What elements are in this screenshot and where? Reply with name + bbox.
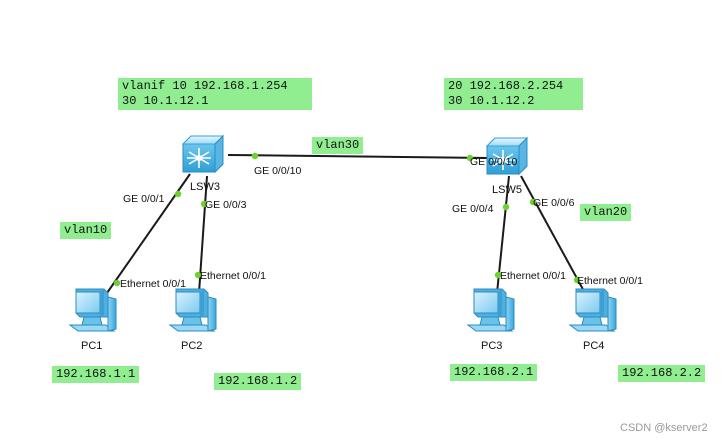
lsw5-ge004-label: GE 0/0/4 bbox=[452, 203, 494, 215]
pc3-eth-label: Ethernet 0/0/1 bbox=[500, 270, 566, 282]
link-lsw3-lsw5[interactable] bbox=[227, 154, 490, 159]
pc4-label: PC4 bbox=[583, 340, 605, 352]
link-lsw5-pc4-port-dot-1 bbox=[529, 198, 537, 206]
link-lsw5-pc3-port-dot-1 bbox=[502, 203, 510, 211]
pc3-ip-note: 192.168.2.1 bbox=[450, 364, 538, 381]
pc2-eth-label: Ethernet 0/0/1 bbox=[200, 270, 266, 282]
pc1-label: PC1 bbox=[81, 340, 103, 352]
link-lsw3-pc2-port-dot-2 bbox=[194, 271, 202, 279]
pc3-label: PC3 bbox=[481, 340, 503, 352]
vlan10-note: vlan10 bbox=[60, 222, 112, 239]
vlan30-note: vlan30 bbox=[312, 137, 364, 154]
pc1-ip-note: 192.168.1.1 bbox=[52, 366, 140, 383]
link-lsw3-lsw5-port-dot-1 bbox=[251, 152, 259, 160]
pc2-label: PC2 bbox=[181, 340, 203, 352]
lsw3-label: LSW3 bbox=[190, 181, 220, 193]
pc3-icon[interactable] bbox=[467, 288, 515, 332]
link-lsw5-pc3-port-dot-2 bbox=[494, 271, 502, 279]
link-lsw3-lsw5-port-dot-2 bbox=[466, 154, 474, 162]
link-lsw5-pc4[interactable] bbox=[520, 175, 586, 294]
pc2-ip-note: 192.168.1.2 bbox=[214, 373, 302, 390]
lsw5-label: LSW5 bbox=[492, 184, 522, 196]
pc4-ip-note: 192.168.2.2 bbox=[618, 365, 706, 382]
watermark: CSDN @kserver2 bbox=[620, 422, 708, 434]
lsw5-config-line2: 30 10.1.12.2 bbox=[448, 94, 535, 108]
link-lsw3-pc1-port-dot-1 bbox=[174, 190, 182, 198]
pc1-icon[interactable] bbox=[69, 288, 117, 332]
lsw3-config-line1: vlanif 10 192.168.1.254 bbox=[122, 79, 288, 93]
lsw3-ge0010-label: GE 0/0/10 bbox=[254, 165, 302, 177]
pc4-eth-label: Ethernet 0/0/1 bbox=[577, 275, 643, 287]
lsw5-ge0010-label: GE 0/0/10 bbox=[470, 156, 518, 168]
link-lsw3-pc1-port-dot-2 bbox=[113, 279, 121, 287]
pc1-eth-label: Ethernet 0/0/1 bbox=[120, 278, 186, 290]
link-lsw5-pc4-port-dot-2 bbox=[573, 276, 581, 284]
lsw3-config-line2: 30 10.1.12.1 bbox=[122, 94, 209, 108]
lsw5-ge006-label: GE 0/0/6 bbox=[533, 197, 575, 209]
pc4-icon[interactable] bbox=[569, 288, 617, 332]
pc2-icon[interactable] bbox=[169, 288, 217, 332]
lsw3-ge001-label: GE 0/0/1 bbox=[123, 193, 165, 205]
vlan20-note: vlan20 bbox=[580, 204, 632, 221]
lsw3-ge003-label: GE 0/0/3 bbox=[205, 199, 247, 211]
link-lsw3-pc2-port-dot-1 bbox=[200, 200, 208, 208]
switch-lsw3-icon[interactable] bbox=[182, 135, 224, 173]
lsw5-config-line1: 20 192.168.2.254 bbox=[448, 79, 564, 93]
